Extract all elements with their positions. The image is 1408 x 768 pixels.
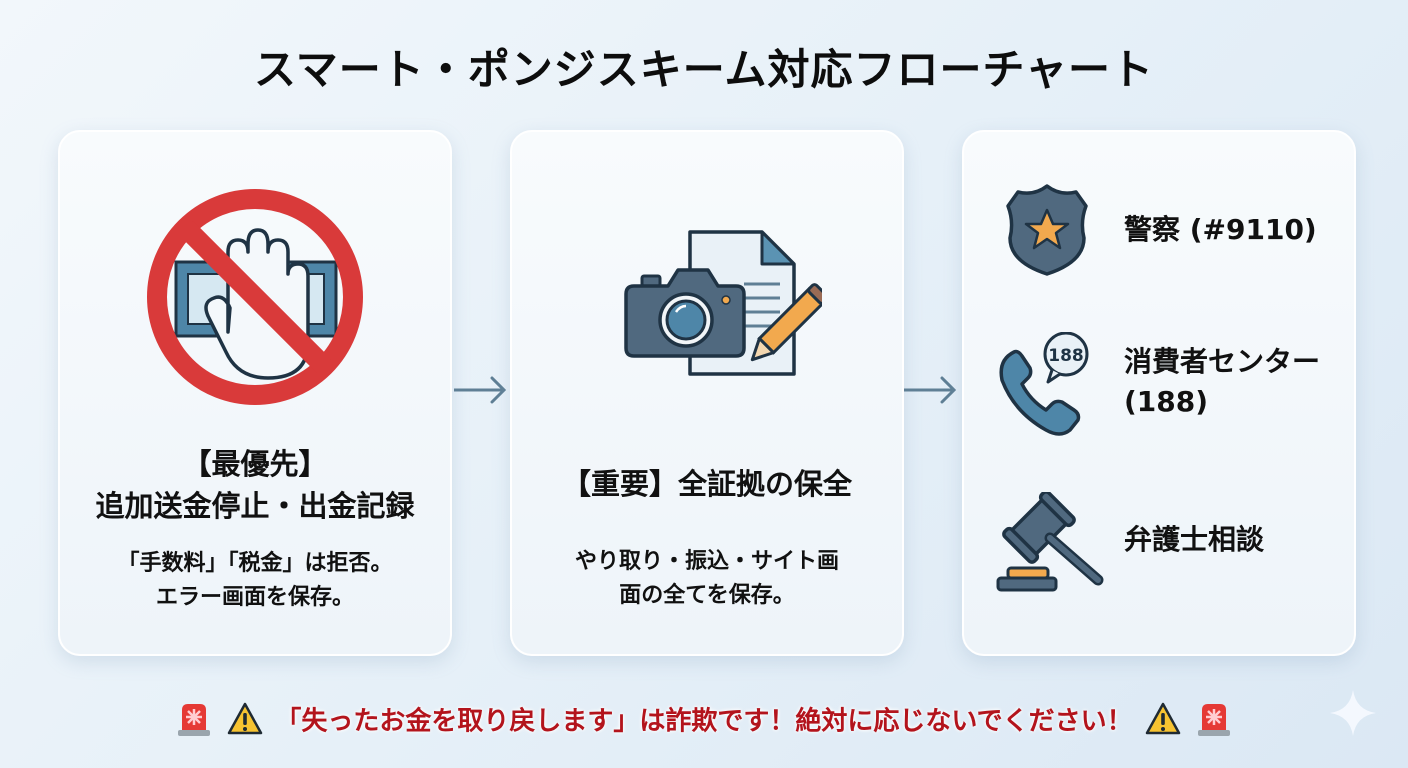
warning-banner: 「失ったお金を取り戻します」は詐欺です！絶対に応じないでください！ — [0, 700, 1408, 738]
flow-arrow-2 — [902, 372, 958, 408]
warning-icon — [228, 702, 263, 735]
step2-heading: 【重要】全証拠の保全 — [561, 467, 852, 501]
step1-body-line2: エラー画面を保存。 — [155, 585, 354, 610]
warning-text: 「失ったお金を取り戻します」は詐欺です！絶対に応じないでください！ — [275, 706, 1133, 737]
contact-consumer-center: 188 消費者センター (188) — [964, 331, 1354, 436]
step1-heading: 追加送金停止・出金記録 — [95, 489, 415, 523]
police-badge-icon — [1004, 182, 1090, 282]
warning-icon — [1145, 702, 1180, 735]
step-card-contacts: 警察 (#9110) 188 消費者センター (188) — [962, 130, 1356, 656]
consumer-center-number: (188) — [1124, 385, 1209, 418]
contact-lawyer: 弁護士相談 — [964, 490, 1354, 592]
flow-arrow-1 — [452, 372, 508, 408]
step1-priority-label: 【最優先】 — [182, 447, 328, 481]
police-label: 警察 (#9110) — [1124, 213, 1317, 246]
lawyer-label: 弁護士相談 — [1124, 523, 1265, 556]
arrow-right-icon — [454, 376, 507, 404]
consumer-center-label: 消費者センター — [1124, 345, 1321, 378]
step2-body-line1: やり取り・振込・サイト画 — [574, 549, 839, 574]
arrow-right-icon — [904, 376, 957, 404]
phone-188-icon: 188 — [994, 331, 1094, 446]
contact-police: 警察 (#9110) — [964, 182, 1354, 276]
siren-icon — [1197, 704, 1230, 736]
sparkle-icon — [1328, 688, 1378, 742]
gavel-icon — [994, 490, 1104, 596]
page-title: スマート・ポンジスキーム対応フローチャート — [253, 45, 1155, 94]
siren-icon — [178, 704, 211, 736]
step-card-stop-payment: 【最優先】 追加送金停止・出金記録 「手数料」「税金」は拒否。 エラー画面を保存… — [58, 130, 452, 656]
step-card-preserve-evidence: 【重要】全証拠の保全 やり取り・振込・サイト画 面の全てを保存。 — [510, 130, 904, 656]
step1-body-line1: 「手数料」「税金」は拒否。 — [117, 551, 393, 576]
phone-badge-number: 188 — [1048, 346, 1084, 366]
step2-body-line2: 面の全てを保存。 — [619, 583, 795, 608]
camera-document-icon — [612, 220, 829, 384]
no-money-hand-icon — [140, 182, 370, 416]
